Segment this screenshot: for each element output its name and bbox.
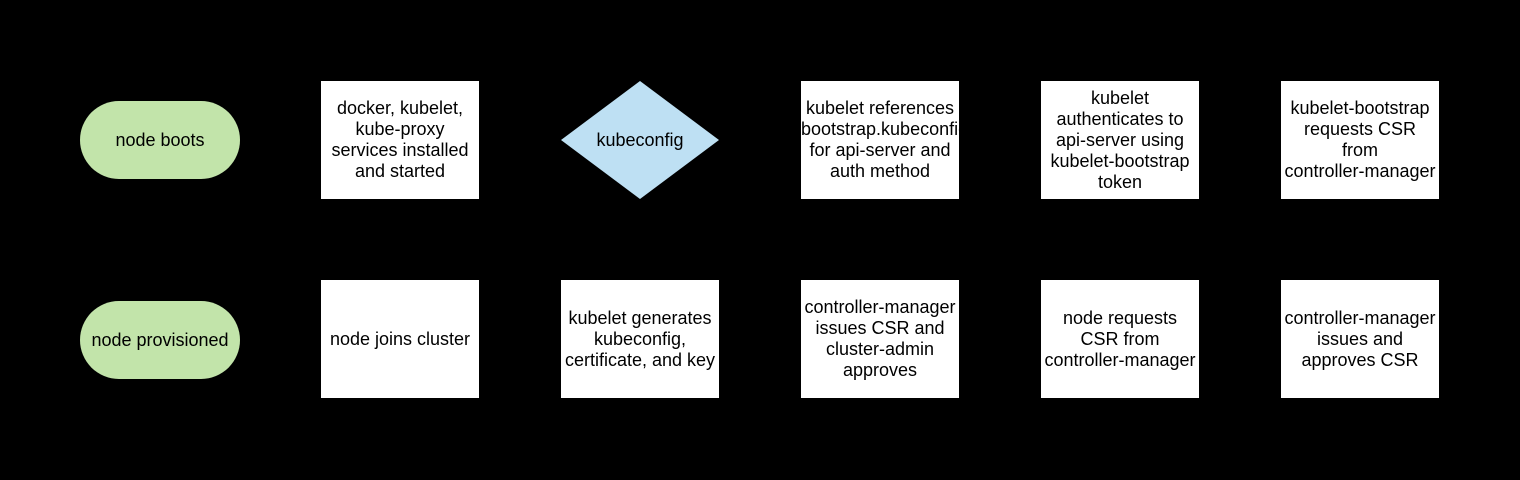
node-label: kubeconfig [596, 129, 684, 150]
node-label: controller-manager issues CSR and cluste… [804, 297, 956, 380]
node-label: controller-manager issues and approves C… [1284, 307, 1436, 370]
process-node-requests-csr: node requests CSR from controller-manage… [1041, 280, 1199, 398]
decision-kubeconfig: kubeconfig [561, 81, 719, 199]
process-kubelet-authenticates-to-api-server: kubelet authenticates to api-server usin… [1041, 81, 1199, 199]
node-label: kubelet generates kubeconfig, certificat… [564, 307, 716, 370]
process-kubelet-bootstrap-requests-csr: kubelet-bootstrap requests CSR from cont… [1281, 81, 1439, 199]
process-controller-manager-issues-csr-cluster-admin-approves: controller-manager issues CSR and cluste… [801, 280, 959, 398]
node-label: docker, kubelet, kube-proxy services ins… [331, 98, 469, 181]
process-kubelet-generates-kubeconfig: kubelet generates kubeconfig, certificat… [561, 280, 719, 398]
process-kubelet-references-bootstrap-kubeconfig: kubelet references bootstrap.kubeconfig … [801, 81, 959, 199]
end-node-provisioned-terminator: node provisioned [80, 301, 240, 379]
process-services-installed: docker, kubelet, kube-proxy services ins… [321, 81, 479, 199]
node-label: node requests CSR from controller-manage… [1044, 307, 1196, 370]
node-label: node boots [115, 129, 205, 150]
node-label: kubelet authenticates to api-server usin… [1050, 87, 1190, 192]
start-node-boots-terminator: node boots [80, 101, 240, 179]
process-controller-manager-issues-and-approves-csr: controller-manager issues and approves C… [1281, 280, 1439, 398]
process-node-joins-cluster: node joins cluster [321, 280, 479, 398]
node-label: node provisioned [91, 329, 229, 350]
node-label: node joins cluster [329, 328, 471, 349]
node-label: kubelet-bootstrap requests CSR from cont… [1284, 98, 1436, 181]
node-label: kubelet references bootstrap.kubeconfig … [801, 98, 959, 181]
